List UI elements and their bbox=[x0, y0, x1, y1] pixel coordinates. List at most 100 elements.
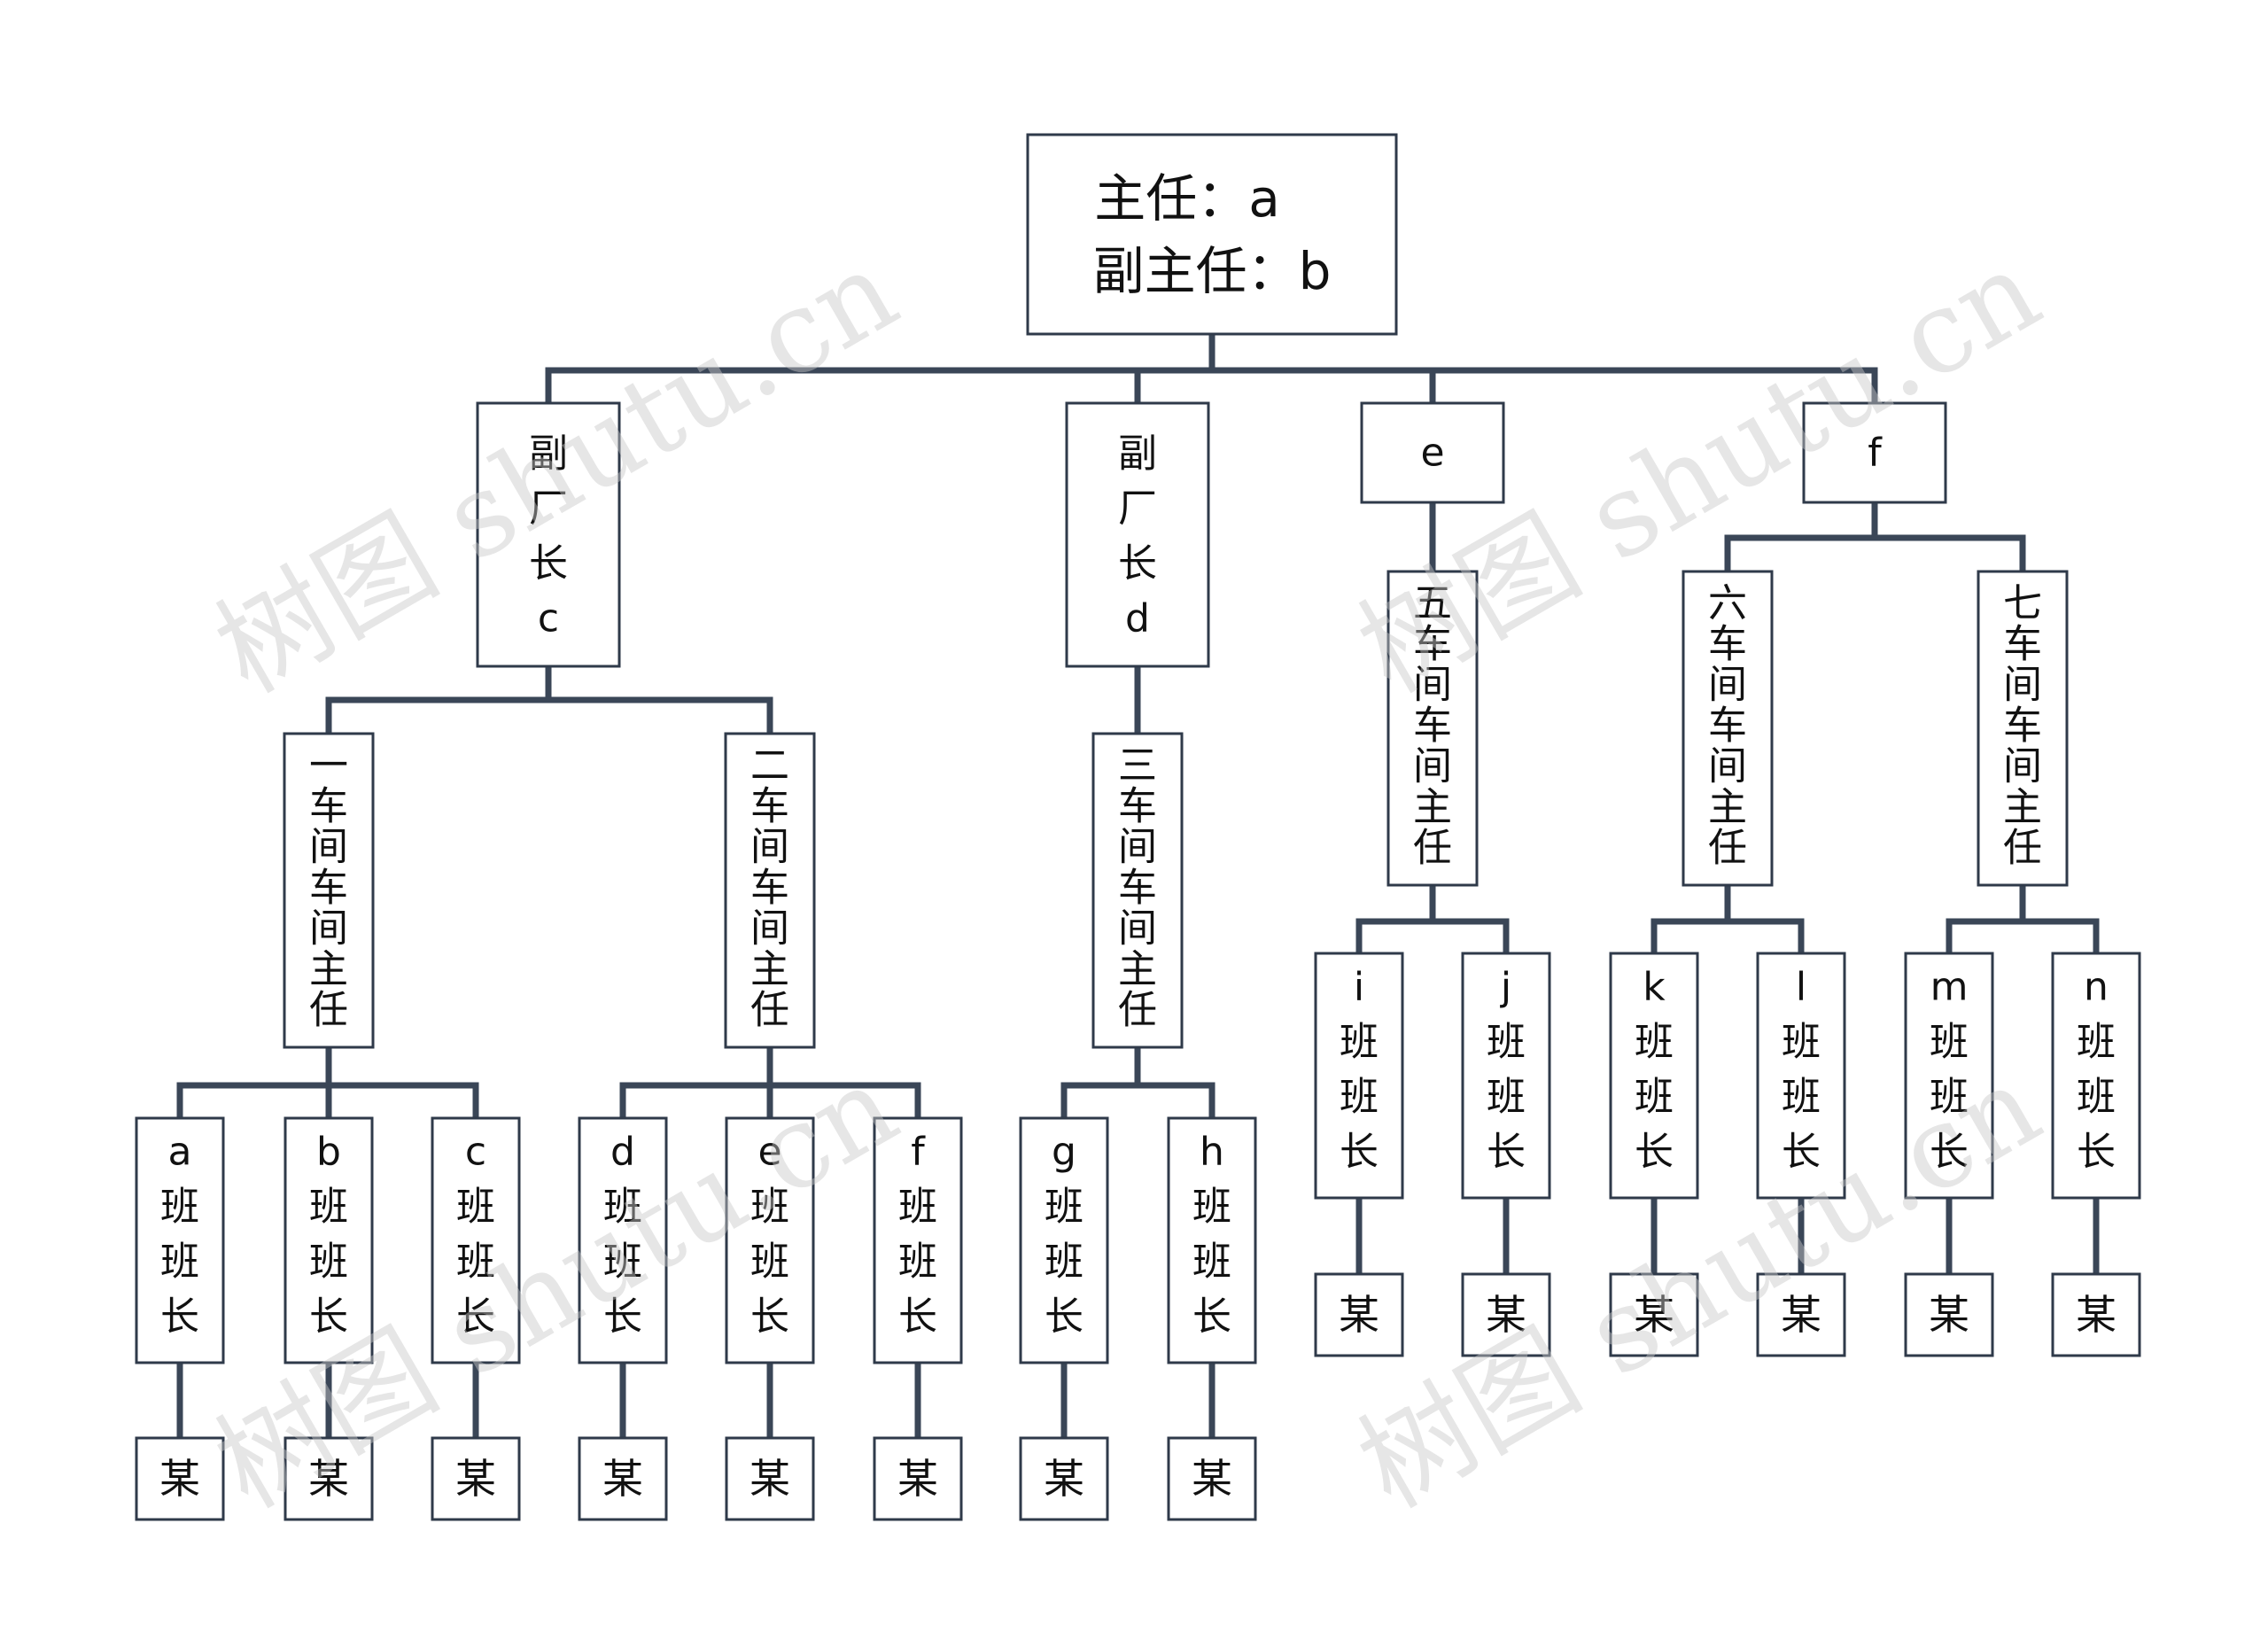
leader-label-line: 班 bbox=[1340, 1020, 1379, 1065]
worker-label: 某 bbox=[602, 1455, 643, 1503]
workshop-label-char: 间 bbox=[2003, 744, 2042, 789]
worker-node: 某 bbox=[2051, 1272, 2141, 1357]
leader-node-n-border bbox=[2051, 952, 2141, 1200]
leader-node-j-border bbox=[1461, 952, 1551, 1200]
leader-label-line: 班 bbox=[898, 1185, 937, 1230]
worker-node-border bbox=[135, 1436, 225, 1521]
worker-node-border bbox=[1167, 1436, 1257, 1521]
leader-label-line: 长 bbox=[750, 1294, 789, 1340]
workshop-node-w6-border bbox=[1682, 570, 1774, 887]
workshop-label-char: 车 bbox=[309, 784, 348, 829]
workshop-label-char: 车 bbox=[750, 784, 789, 829]
leader-label-line: 长 bbox=[1340, 1130, 1379, 1175]
leader-label-line: 班 bbox=[309, 1185, 348, 1230]
leader-node-g-border bbox=[1019, 1116, 1109, 1364]
worker-node: 某 bbox=[1756, 1272, 1846, 1357]
workshop-label-char: 车 bbox=[309, 866, 348, 911]
leader-label-line: 长 bbox=[1930, 1130, 1969, 1175]
leader-node-a-border bbox=[135, 1116, 225, 1364]
worker-node: 某 bbox=[1461, 1272, 1551, 1357]
leader-label-line: 长 bbox=[309, 1294, 348, 1340]
workshop-label-char: 间 bbox=[750, 825, 789, 870]
leader-label-line: 班 bbox=[1930, 1075, 1969, 1120]
workshop-label-char: 任 bbox=[1413, 826, 1452, 871]
workshop-label-char: 二 bbox=[750, 743, 789, 789]
workshop-label-char: 任 bbox=[1708, 826, 1747, 871]
worker-node: 某 bbox=[1904, 1272, 1994, 1357]
worker-node-border bbox=[1314, 1272, 1404, 1357]
level1-label-line: f bbox=[1868, 431, 1883, 476]
level1-label-line: 厂 bbox=[529, 486, 568, 532]
leader-label-line: h bbox=[1200, 1130, 1224, 1175]
leader-label-line: m bbox=[1930, 965, 1969, 1010]
worker-node-border bbox=[725, 1436, 815, 1521]
leader-label-line: 长 bbox=[456, 1294, 495, 1340]
worker-node-border bbox=[1904, 1272, 1994, 1357]
level1-node-f-border bbox=[1802, 401, 1947, 504]
workshop-label-char: 间 bbox=[1118, 825, 1157, 870]
workshop-label-char: 车 bbox=[1708, 703, 1747, 749]
level1-node-e: e bbox=[1360, 401, 1505, 504]
worker-node: 某 bbox=[873, 1436, 963, 1521]
workshop-label-char: 间 bbox=[1413, 744, 1452, 789]
workshop-node-w5-border bbox=[1386, 570, 1479, 887]
workshop-label-char: 任 bbox=[2003, 826, 2042, 871]
worker-node-border bbox=[1609, 1272, 1699, 1357]
leader-label-line: 班 bbox=[1487, 1020, 1526, 1065]
workshop-label-char: 间 bbox=[309, 825, 348, 870]
workshop-label-char: 一 bbox=[309, 743, 348, 789]
worker-node: 某 bbox=[1314, 1272, 1404, 1357]
worker-node-border bbox=[873, 1436, 963, 1521]
workshop-label-char: 任 bbox=[1118, 988, 1157, 1033]
workshop-label-char: 间 bbox=[1708, 744, 1747, 789]
leader-label-line: 班 bbox=[1635, 1020, 1674, 1065]
worker-label: 某 bbox=[1486, 1291, 1526, 1339]
worker-node: 某 bbox=[578, 1436, 668, 1521]
workshop-label-char: 车 bbox=[1413, 703, 1452, 749]
workshop-node-w2-border bbox=[724, 732, 816, 1049]
workshop-label-char: 主 bbox=[309, 947, 348, 992]
workshop-label-char: 车 bbox=[1413, 622, 1452, 667]
workshop-label-char: 六 bbox=[1708, 581, 1747, 626]
level1-label-line: 副 bbox=[529, 431, 568, 477]
leader-label-line: a bbox=[168, 1130, 192, 1175]
worker-node-border bbox=[1756, 1272, 1846, 1357]
leader-node-f-border bbox=[873, 1116, 963, 1364]
leader-label-line: d bbox=[610, 1130, 635, 1175]
leader-label-line: 班 bbox=[603, 1240, 642, 1285]
level1-label-line: d bbox=[1125, 596, 1150, 641]
workshop-label-char: 间 bbox=[2003, 663, 2042, 708]
leader-label-line: 班 bbox=[1782, 1075, 1821, 1120]
worker-label: 某 bbox=[1192, 1455, 1232, 1503]
workshop-label-char: 任 bbox=[750, 988, 789, 1033]
workshop-label-char: 间 bbox=[1708, 663, 1747, 708]
worker-node-border bbox=[284, 1436, 374, 1521]
leader-label-line: 班 bbox=[603, 1185, 642, 1230]
leader-label-line: c bbox=[465, 1130, 486, 1175]
leader-label-line: 班 bbox=[309, 1240, 348, 1285]
worker-label: 某 bbox=[897, 1455, 938, 1503]
workshop-node-w1-border bbox=[283, 732, 375, 1049]
leader-label-line: 班 bbox=[898, 1240, 937, 1285]
worker-label: 某 bbox=[1339, 1291, 1379, 1339]
leader-label-line: 班 bbox=[1782, 1020, 1821, 1065]
leader-label-line: b bbox=[316, 1130, 341, 1175]
leader-label-line: 班 bbox=[160, 1240, 199, 1285]
worker-label: 某 bbox=[1634, 1291, 1674, 1339]
leader-label-line: 长 bbox=[898, 1294, 937, 1340]
workshop-label-char: 主 bbox=[1413, 785, 1452, 830]
leader-label-line: 长 bbox=[1635, 1130, 1674, 1175]
workshop-label-char: 七 bbox=[2003, 581, 2042, 626]
